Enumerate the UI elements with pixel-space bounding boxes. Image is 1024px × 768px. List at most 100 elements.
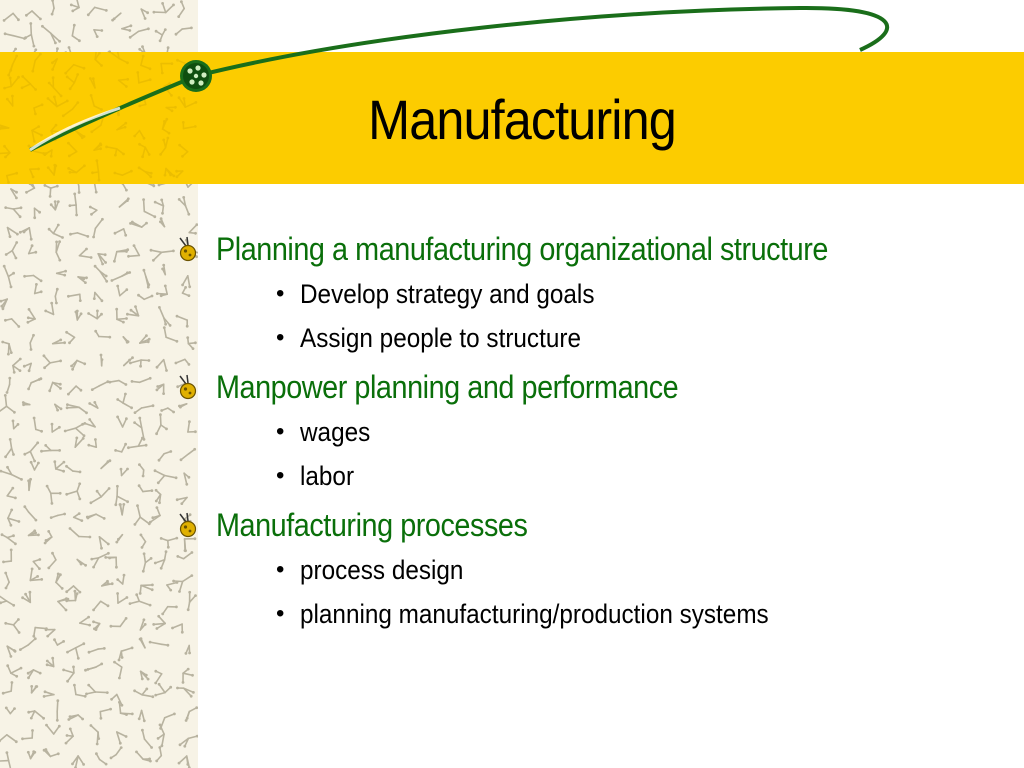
pattern-motif bbox=[47, 223, 64, 239]
pattern-motif bbox=[152, 2, 175, 14]
pattern-motif bbox=[54, 287, 59, 305]
sub-bullet-text: labor bbox=[300, 460, 355, 491]
pattern-motif bbox=[99, 707, 112, 720]
pattern-motif bbox=[137, 709, 146, 723]
pattern-motif bbox=[153, 469, 178, 485]
pattern-motif bbox=[61, 101, 80, 118]
pattern-motif bbox=[136, 71, 152, 84]
pattern-motif bbox=[0, 298, 8, 311]
pattern-motif bbox=[119, 467, 129, 477]
pattern-motif bbox=[68, 192, 78, 217]
pattern-motif bbox=[27, 529, 40, 537]
pattern-motif bbox=[140, 8, 150, 20]
pattern-motif bbox=[67, 164, 86, 174]
pattern-motif bbox=[181, 274, 192, 289]
pattern-motif bbox=[97, 253, 107, 266]
pattern-motif bbox=[41, 24, 61, 45]
pattern-motif bbox=[20, 75, 37, 91]
pattern-motif bbox=[109, 617, 128, 628]
pattern-motif bbox=[186, 336, 197, 350]
pattern-motif bbox=[183, 537, 197, 553]
pattern-motif bbox=[0, 751, 12, 768]
pattern-motif bbox=[30, 685, 39, 694]
pattern-motif bbox=[22, 362, 33, 373]
pattern-motif bbox=[116, 573, 126, 585]
pattern-motif bbox=[6, 664, 23, 678]
pattern-motif bbox=[6, 486, 17, 500]
pattern-motif bbox=[85, 513, 106, 520]
pattern-motif bbox=[33, 207, 41, 220]
pattern-motif bbox=[160, 407, 176, 414]
pattern-motif bbox=[114, 484, 129, 507]
pattern-motif bbox=[65, 589, 79, 603]
pattern-motif bbox=[88, 401, 99, 409]
pattern-motif bbox=[23, 505, 38, 522]
sub-bullet-item: • wages bbox=[170, 410, 1010, 454]
pattern-motif bbox=[86, 6, 108, 17]
pattern-motif bbox=[43, 530, 53, 545]
pattern-motif bbox=[83, 418, 96, 428]
pattern-motif bbox=[138, 637, 146, 649]
pattern-motif bbox=[0, 124, 10, 131]
pattern-motif bbox=[74, 309, 83, 321]
pattern-motif bbox=[161, 117, 171, 135]
pattern-motif bbox=[163, 167, 176, 178]
sub-bullet-text: Assign people to structure bbox=[300, 322, 581, 353]
pattern-motif bbox=[55, 269, 67, 277]
pattern-motif bbox=[85, 683, 109, 696]
pattern-motif bbox=[178, 402, 188, 409]
pattern-motif bbox=[159, 536, 179, 549]
pattern-motif bbox=[64, 63, 86, 75]
pattern-motif bbox=[26, 669, 42, 680]
bullet-item: Planning a manufacturing organizational … bbox=[170, 226, 1010, 272]
pattern-motif bbox=[161, 263, 167, 276]
pattern-motif bbox=[69, 124, 86, 140]
pattern-motif bbox=[4, 706, 16, 715]
pattern-motif bbox=[116, 121, 128, 131]
pattern-motif bbox=[141, 728, 154, 749]
pattern-motif bbox=[89, 487, 111, 505]
pattern-motif bbox=[7, 54, 19, 77]
pattern-motif bbox=[70, 359, 87, 371]
pattern-motif bbox=[177, 96, 198, 109]
pattern-motif bbox=[181, 667, 194, 684]
pattern-motif bbox=[65, 73, 80, 91]
pattern-motif bbox=[11, 419, 20, 430]
pattern-motif bbox=[100, 459, 112, 470]
pattern-motif bbox=[27, 244, 38, 255]
pattern-motif bbox=[51, 338, 66, 345]
pattern-motif bbox=[50, 123, 64, 142]
pattern-motif bbox=[31, 125, 43, 143]
pattern-motif bbox=[93, 28, 104, 38]
pattern-motif bbox=[84, 662, 104, 672]
pattern-motif bbox=[23, 441, 40, 463]
pattern-motif bbox=[90, 551, 110, 569]
pattern-motif bbox=[155, 358, 168, 372]
pattern-motif bbox=[6, 226, 19, 239]
pattern-motif bbox=[130, 376, 152, 384]
pattern-motif bbox=[140, 54, 152, 71]
bullet-text: Manufacturing processes bbox=[216, 506, 528, 543]
pattern-motif bbox=[87, 647, 106, 654]
pattern-motif bbox=[48, 381, 62, 393]
pattern-motif bbox=[176, 58, 198, 66]
pattern-motif bbox=[176, 686, 195, 698]
pattern-motif bbox=[0, 394, 16, 414]
pattern-motif bbox=[163, 82, 173, 97]
sub-bullet-dot: • bbox=[276, 600, 285, 627]
pattern-motif bbox=[111, 12, 122, 22]
pattern-motif bbox=[92, 217, 104, 239]
pattern-motif bbox=[2, 12, 20, 22]
pattern-motif bbox=[53, 460, 66, 473]
pattern-motif bbox=[172, 574, 194, 593]
ladybug-bullet-icon bbox=[179, 512, 197, 538]
pattern-motif bbox=[69, 0, 80, 13]
pattern-motif bbox=[177, 0, 185, 18]
pattern-motif bbox=[181, 121, 197, 130]
pattern-motif bbox=[49, 512, 66, 519]
ladybug-bullet-icon bbox=[179, 374, 197, 400]
pattern-motif bbox=[110, 693, 124, 707]
pattern-motif bbox=[165, 105, 177, 113]
pattern-motif bbox=[104, 556, 118, 569]
pattern-motif bbox=[71, 23, 81, 43]
